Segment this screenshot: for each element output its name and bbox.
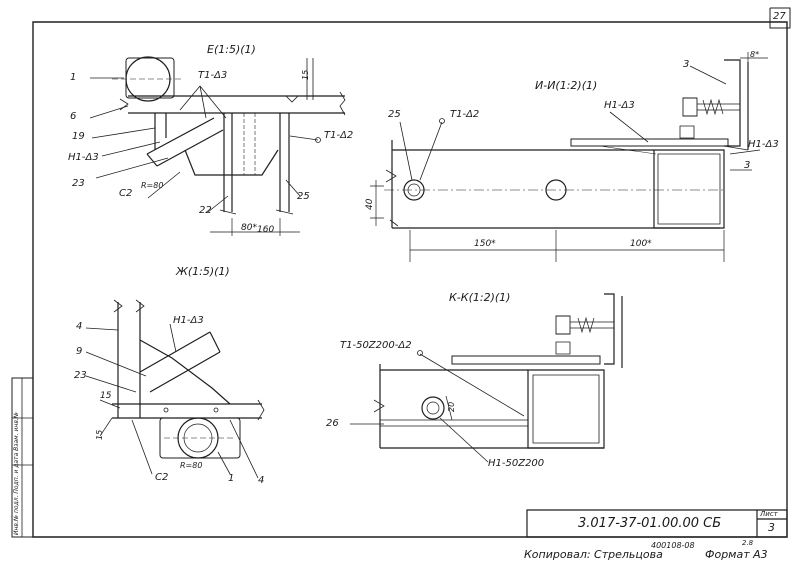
view-i-callout-t1-d2: Т1-Δ2 bbox=[450, 109, 480, 120]
view-k-dim-20: 20 bbox=[447, 401, 456, 412]
view-e-dim-80: 80* bbox=[241, 223, 257, 233]
view-e-callout-22: 22 bbox=[199, 205, 212, 216]
view-e-callout-6: 6 bbox=[70, 111, 77, 122]
frame-border bbox=[33, 22, 787, 537]
view-e-title: Е(1:5)(1) bbox=[207, 43, 256, 56]
view-i-callout-3-top: 3 bbox=[683, 59, 690, 70]
side-stamp-strip bbox=[12, 378, 33, 537]
view-e-callout-23: 23 bbox=[72, 178, 85, 189]
view-e-geometry bbox=[90, 57, 345, 236]
view-zh-callout-4-bottom: 4 bbox=[258, 475, 265, 486]
view-i-geometry bbox=[370, 52, 768, 262]
format-label: Формат А3 bbox=[705, 548, 768, 561]
format-note: 2.8 bbox=[742, 539, 754, 547]
view-zh-callout-c2: С2 bbox=[155, 472, 169, 483]
view-e-dim-15: 15 bbox=[301, 69, 310, 80]
view-zh-callout-15: 15 bbox=[100, 391, 112, 401]
view-k-callout-n1: Н1-50Z200 bbox=[488, 458, 545, 469]
view-e-callout-t1-d2: Т1-Δ2 bbox=[324, 130, 354, 141]
view-zh-title: Ж(1:5)(1) bbox=[176, 265, 230, 278]
view-k-geometry bbox=[350, 294, 622, 462]
view-e-callout-19: 19 bbox=[72, 131, 85, 142]
copied-by: Копировал: Стрельцова bbox=[524, 548, 663, 561]
view-i-dim-150: 150* bbox=[474, 239, 496, 249]
view-zh-callout-23: 23 bbox=[74, 370, 87, 381]
page-number-box bbox=[770, 8, 790, 28]
view-i-title: И-И(1:2)(1) bbox=[535, 79, 598, 92]
title-block bbox=[527, 510, 787, 537]
side-stamp: Инв.№ подл. Подп. и дата Взам. инв.№ bbox=[13, 411, 20, 535]
view-e-callout-c2: С2 bbox=[119, 188, 133, 199]
view-i-dim-40: 40 bbox=[365, 198, 375, 210]
sheet-label: Лист bbox=[760, 510, 778, 518]
view-i-callout-n1-right: Н1-Δ3 bbox=[748, 139, 779, 150]
sheet-number: 3 bbox=[768, 521, 775, 534]
view-i-callout-25: 25 bbox=[388, 109, 401, 120]
view-i-dim-100: 100* bbox=[630, 239, 652, 249]
view-e-callout-t1-d3: Т1-Δ3 bbox=[198, 70, 228, 81]
view-zh-callout-4: 4 bbox=[76, 321, 83, 332]
view-i-dim-8: 8* bbox=[750, 50, 760, 59]
page-number: 27 bbox=[773, 11, 786, 22]
view-e-callout-25: 25 bbox=[297, 191, 310, 202]
document-code: 3.017-37-01.00.00 СБ bbox=[578, 516, 722, 531]
view-zh-weld-note: R=80 bbox=[180, 461, 203, 470]
view-i-callout-3-bottom: 3 bbox=[744, 160, 751, 171]
view-e-callout-n1: Н1-Δ3 bbox=[68, 152, 99, 163]
view-e-weld-note: R=80 bbox=[141, 181, 164, 190]
view-e-dim-160: 160 bbox=[257, 225, 275, 235]
view-k-title: К-К(1:2)(1) bbox=[449, 291, 511, 304]
view-zh-dim-15: 15 bbox=[95, 429, 104, 440]
view-zh-callout-9: 9 bbox=[76, 346, 83, 357]
view-i-callout-n1-left: Н1-Δ3 bbox=[604, 100, 635, 111]
view-zh-geometry bbox=[86, 300, 264, 478]
view-e-callout-1: 1 bbox=[70, 72, 77, 83]
view-k-callout-26: 26 bbox=[326, 418, 339, 429]
view-zh-callout-1: 1 bbox=[228, 473, 235, 484]
copy-code: 400108-08 bbox=[651, 541, 695, 550]
view-k-callout-t1: Т1-50Z200-Δ2 bbox=[340, 340, 412, 351]
view-zh-callout-n1: Н1-Δ3 bbox=[173, 315, 204, 326]
